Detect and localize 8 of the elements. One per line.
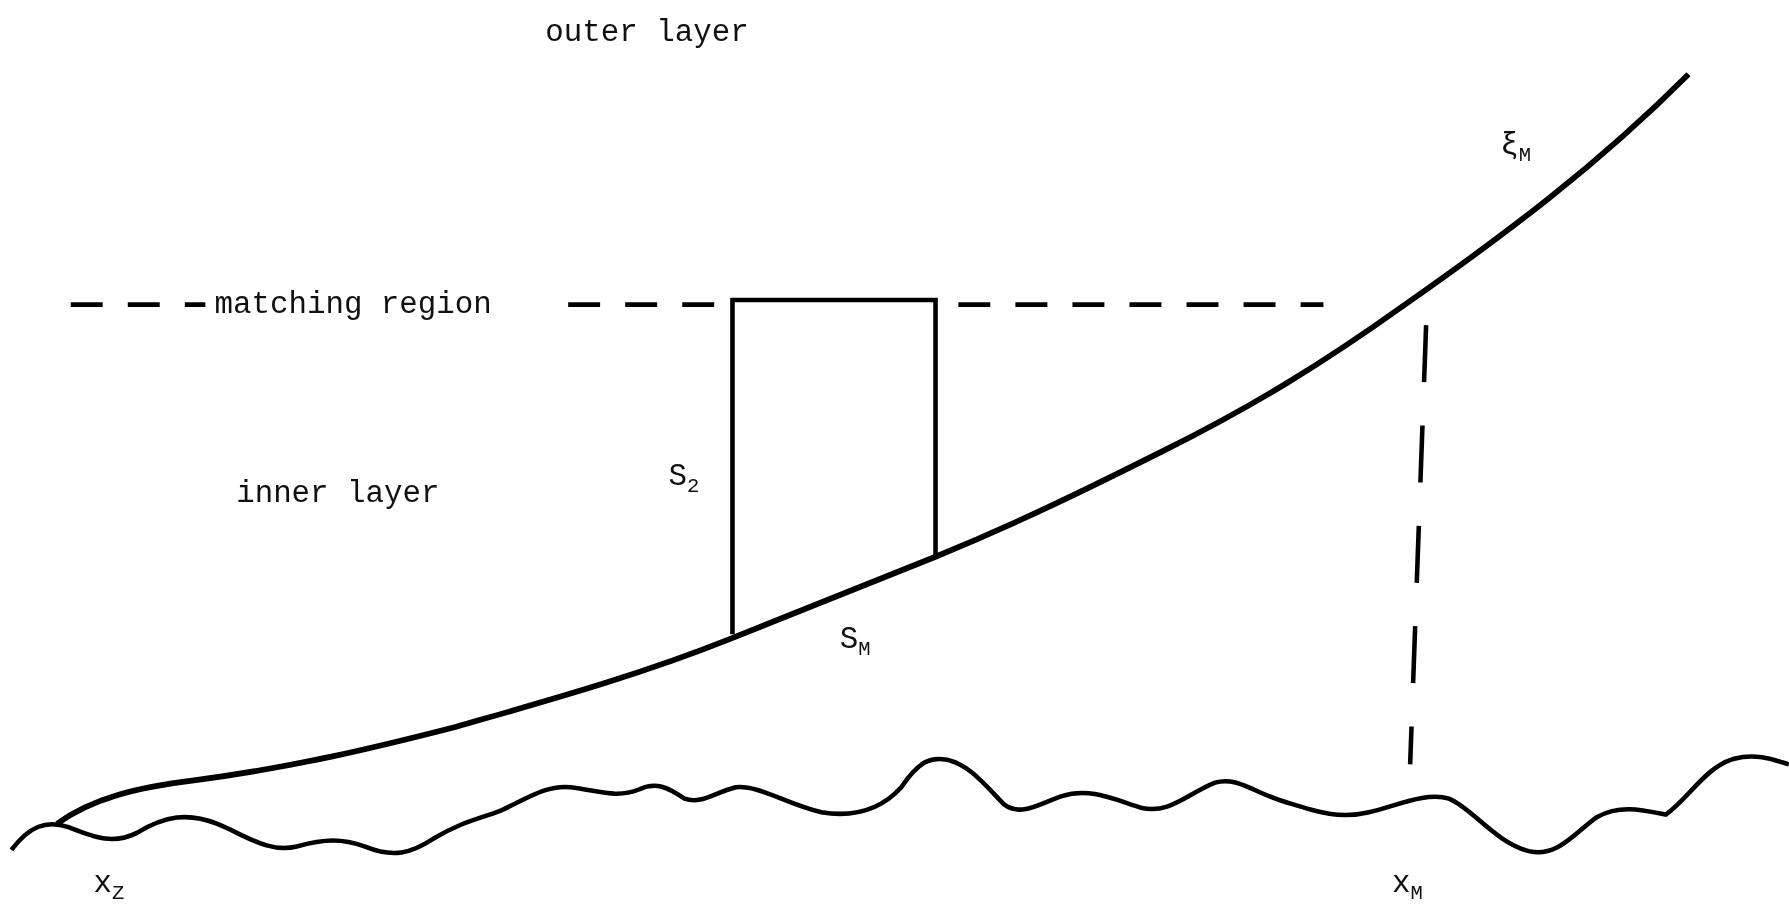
- symbol-label: S$_{2}$: [668, 462, 700, 497]
- region-label: outer layer: [545, 18, 749, 50]
- symbol-label: S$_{M}$: [839, 625, 871, 660]
- symbol-label: ξ$_{M}$: [1500, 131, 1532, 166]
- symbol-label: x$_{M}$: [1391, 869, 1423, 905]
- symbol-label: x$_{Z}$: [93, 869, 125, 905]
- region-label: matching region: [214, 289, 492, 321]
- region-label: inner layer: [236, 479, 440, 510]
